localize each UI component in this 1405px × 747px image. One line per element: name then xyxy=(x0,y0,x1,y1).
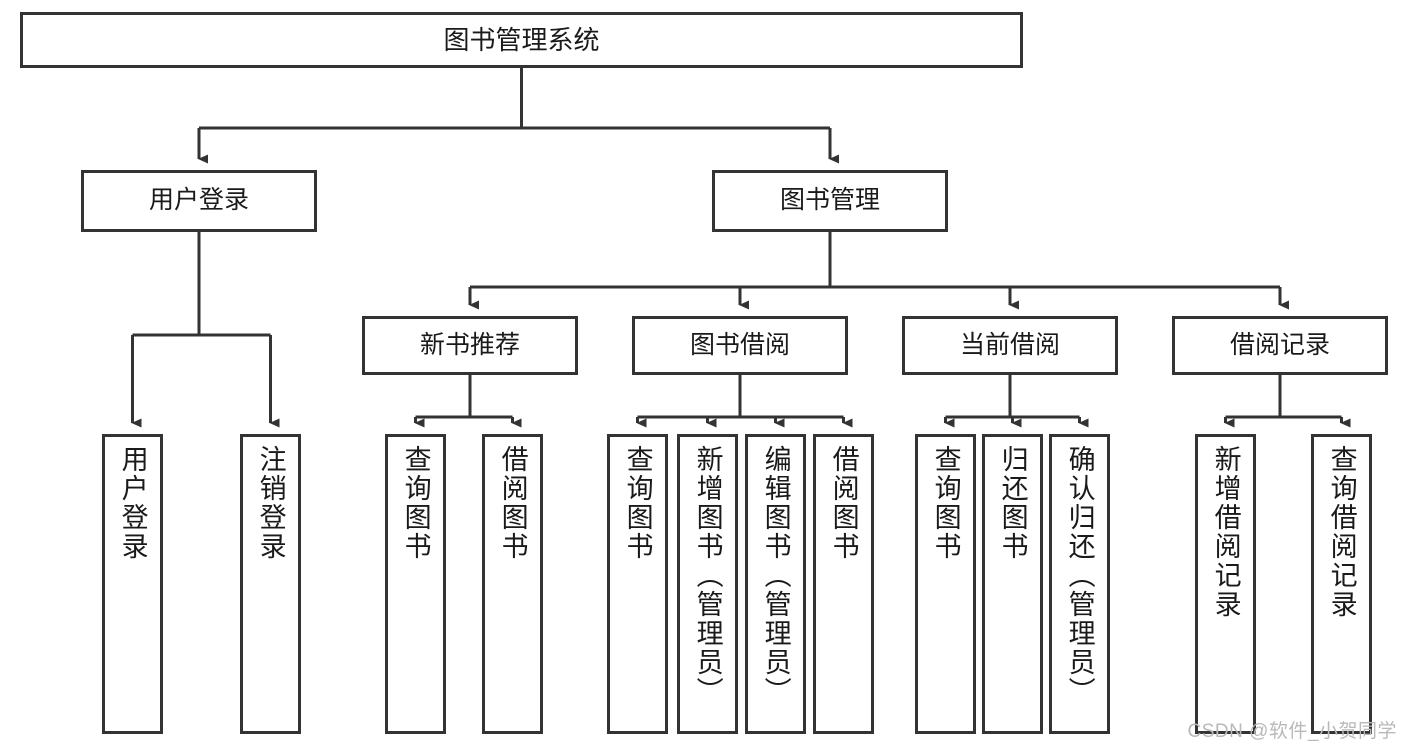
node-borrow-record[interactable]: 借阅记录 xyxy=(1172,316,1388,375)
node-book-manage[interactable]: 图书管理 xyxy=(712,170,948,232)
node-label: 借阅图书 xyxy=(497,445,528,561)
watermark-text: CSDN @软件_小贺同学 xyxy=(1187,721,1397,742)
node-leaf-user-login[interactable]: 用户登录 xyxy=(102,434,163,734)
node-label: 借阅记录 xyxy=(1229,330,1330,359)
node-leaf-logout[interactable]: 注销登录 xyxy=(240,434,301,734)
connector-trunk-current-borrow xyxy=(945,375,1080,419)
node-leaf-borrow-book-1[interactable]: 借阅图书 xyxy=(482,434,543,734)
node-label: 查询图书 xyxy=(622,445,653,561)
node-leaf-query-book-3[interactable]: 查询图书 xyxy=(915,434,976,734)
node-new-book-recommend[interactable]: 新书推荐 xyxy=(362,316,578,375)
node-book-borrow[interactable]: 图书借阅 xyxy=(632,316,848,375)
node-label: 用户登录 xyxy=(117,445,148,561)
node-current-borrow[interactable]: 当前借阅 xyxy=(902,316,1118,375)
connector-trunk-book-manage xyxy=(470,232,1280,289)
node-root[interactable]: 图书管理系统 xyxy=(20,12,1023,68)
node-leaf-query-book-1[interactable]: 查询图书 xyxy=(385,434,446,734)
node-leaf-add-record[interactable]: 新增借阅记录 xyxy=(1195,434,1256,734)
node-label: 图书管理系统 xyxy=(443,24,600,55)
connector-trunk-user-login xyxy=(132,232,271,337)
node-label: 编辑图书（管理员） xyxy=(760,445,791,706)
node-leaf-edit-book[interactable]: 编辑图书（管理员） xyxy=(745,434,806,734)
node-label: 新增借阅记录 xyxy=(1210,445,1241,619)
node-label: 用户登录 xyxy=(148,186,249,215)
node-leaf-borrow-book-2[interactable]: 借阅图书 xyxy=(813,434,874,734)
node-leaf-query-record[interactable]: 查询借阅记录 xyxy=(1311,434,1372,734)
node-label: 新增图书（管理员） xyxy=(692,445,723,706)
connector-trunk-borrow-record xyxy=(1225,375,1342,419)
node-leaf-return-book[interactable]: 归还图书 xyxy=(982,434,1043,734)
node-leaf-query-book-2[interactable]: 查询图书 xyxy=(607,434,668,734)
node-label: 注销登录 xyxy=(255,445,286,561)
connector-trunk-new-book-recommend xyxy=(415,375,513,419)
node-label: 归还图书 xyxy=(997,445,1028,561)
node-label: 查询借阅记录 xyxy=(1326,445,1357,619)
node-label: 图书管理 xyxy=(779,186,880,215)
node-label: 查询图书 xyxy=(930,445,961,561)
connector-trunk-book-borrow xyxy=(637,375,844,419)
node-user-login[interactable]: 用户登录 xyxy=(81,170,317,232)
node-leaf-add-book[interactable]: 新增图书（管理员） xyxy=(677,434,738,734)
node-label: 图书借阅 xyxy=(689,330,790,359)
node-label: 确认归还（管理员） xyxy=(1064,445,1095,706)
node-label: 新书推荐 xyxy=(419,330,520,359)
node-label: 借阅图书 xyxy=(828,445,859,561)
node-leaf-confirm-return[interactable]: 确认归还（管理员） xyxy=(1049,434,1110,734)
node-label: 当前借阅 xyxy=(959,330,1060,359)
node-label: 查询图书 xyxy=(400,445,431,561)
connector-trunk-root xyxy=(199,68,830,130)
